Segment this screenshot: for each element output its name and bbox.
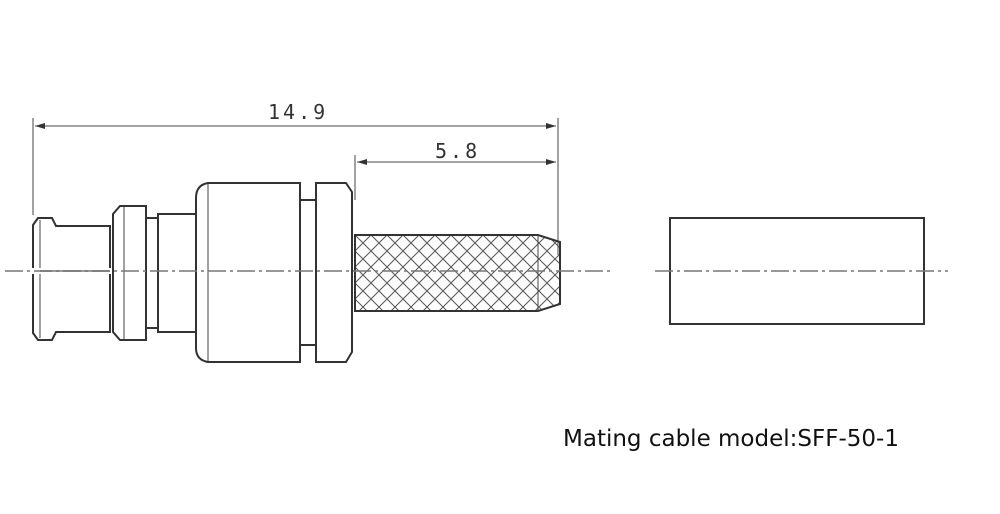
dimension-label-crimp: 5.8 <box>435 139 480 163</box>
dimension-crimp: 5.8 <box>354 139 556 200</box>
connector-body <box>5 182 610 363</box>
crimp-sleeve-knurled <box>354 234 561 312</box>
dimension-label-overall: 14.9 <box>268 100 328 124</box>
ferrule-sleeve <box>655 217 948 325</box>
mating-cable-caption: Mating cable model:SFF-50-1 <box>563 426 899 452</box>
dimension-overall: 14.9 <box>32 100 559 255</box>
